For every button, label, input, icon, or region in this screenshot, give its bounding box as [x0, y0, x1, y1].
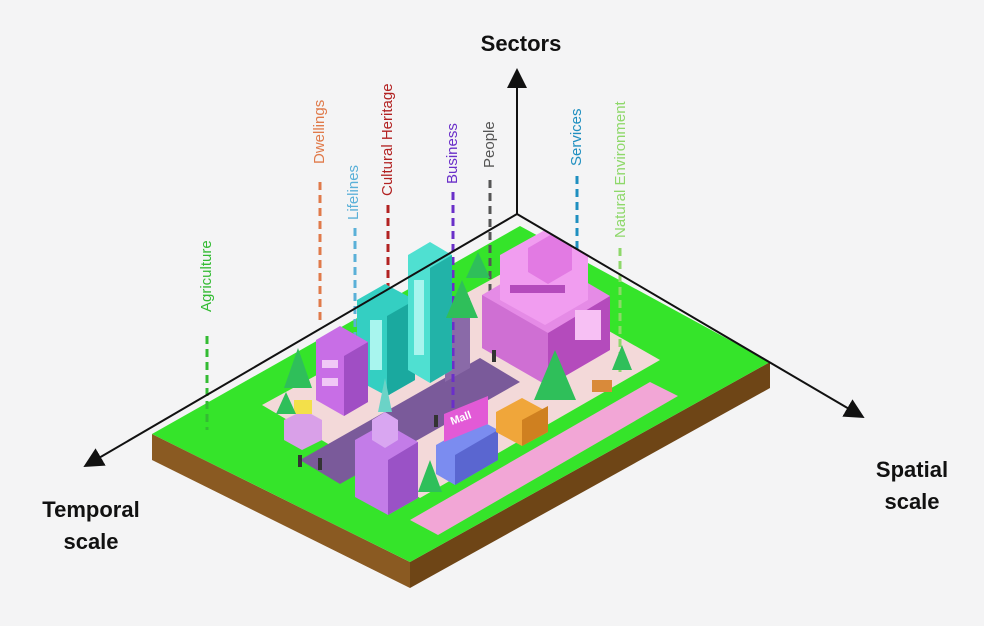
- kiosk: [284, 400, 322, 450]
- axis-title-spatial-line1: Spatial: [875, 457, 949, 482]
- axis-title-spatial: Spatial scale: [862, 454, 962, 518]
- sector-label-agriculture: Agriculture: [198, 240, 215, 312]
- axis-title-temporal-line2: scale: [63, 529, 119, 554]
- sector-label-dwellings: Dwellings: [311, 100, 328, 164]
- sector-label-lifelines: Lifelines: [345, 165, 362, 220]
- sector-label-business: Business: [444, 123, 461, 184]
- sector-label-natural-environment: Natural Environment: [612, 100, 629, 238]
- axis-spatial: [516, 213, 865, 419]
- teal-towers: [357, 242, 452, 396]
- axes: [83, 68, 865, 468]
- purple-house: [316, 326, 368, 416]
- sector-label-cultural-heritage: Cultural Heritage: [379, 83, 396, 196]
- spire-tower: [355, 378, 418, 515]
- sector-labels: Agriculture Dwellings Lifelines Cultural…: [198, 83, 629, 312]
- axis-title-sectors: Sectors: [466, 28, 576, 60]
- orange-building: [496, 398, 548, 446]
- bench: [592, 380, 612, 392]
- axis-title-sectors-text: Sectors: [480, 31, 562, 56]
- axis-temporal: [83, 213, 518, 468]
- buildings: Mall: [284, 230, 612, 515]
- pink-building: [482, 230, 610, 386]
- walkway: [410, 382, 678, 535]
- axis-title-temporal: Temporal scale: [26, 494, 156, 558]
- axis-title-temporal-line1: Temporal: [42, 497, 140, 522]
- trees: [276, 252, 632, 492]
- sector-label-people: People: [481, 121, 498, 168]
- people-figures: [298, 350, 496, 470]
- blue-shop: Mall: [436, 396, 498, 485]
- sector-label-services: Services: [568, 108, 585, 166]
- axis-title-spatial-line2: scale: [884, 489, 940, 514]
